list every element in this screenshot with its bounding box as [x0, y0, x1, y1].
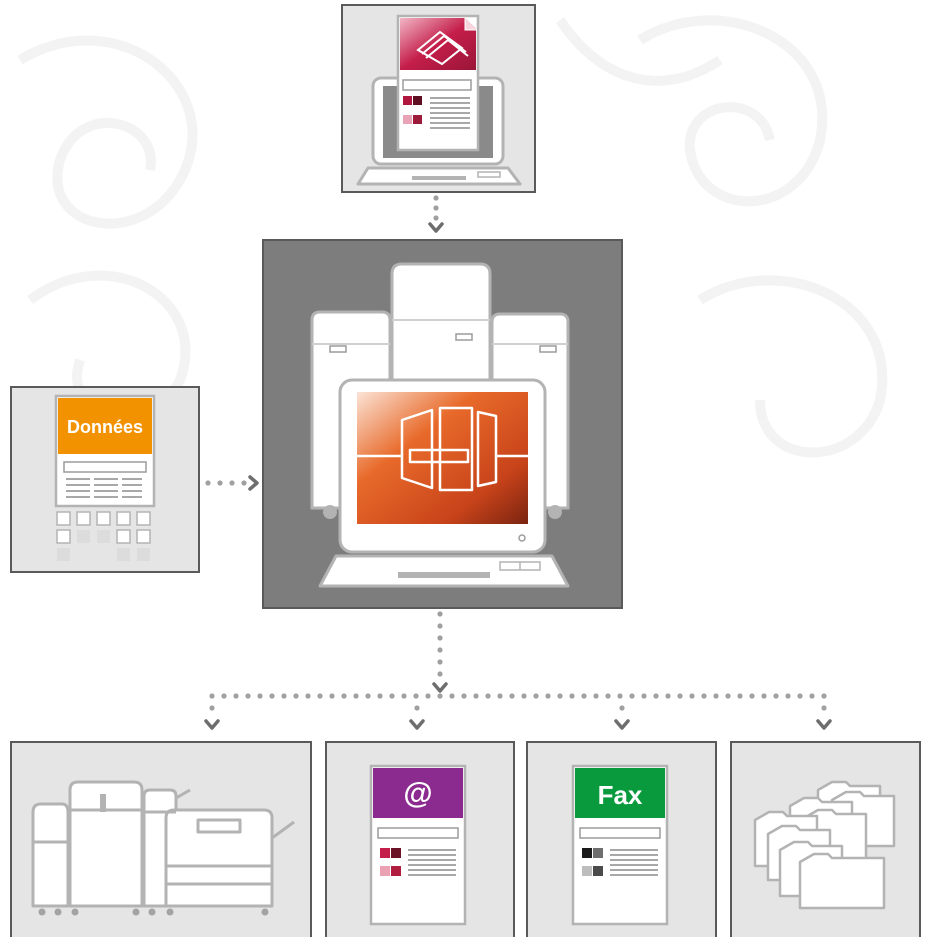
connector-dot	[809, 693, 815, 699]
connector-dot	[329, 693, 335, 699]
fax-document-icon: Fax	[571, 764, 669, 926]
connector-dot	[821, 693, 827, 699]
connector-dot	[749, 693, 755, 699]
connector-dot	[773, 693, 779, 699]
server-node	[262, 239, 623, 609]
fax-label: Fax	[598, 780, 643, 810]
connector-dot	[425, 693, 431, 699]
connector-dot	[677, 693, 683, 699]
printers-node	[10, 741, 312, 942]
connector-dot	[293, 693, 299, 699]
archive-node	[730, 741, 921, 942]
connector-server-to-outputs	[437, 611, 443, 677]
connector-dot	[353, 693, 359, 699]
connector-dot	[701, 693, 707, 699]
connector-dot	[389, 693, 395, 699]
connector-dot	[617, 693, 623, 699]
connector-dot	[653, 693, 659, 699]
connector-dot	[797, 693, 803, 699]
connector-dot	[725, 693, 731, 699]
connector-dot	[461, 693, 467, 699]
brand-logo-icon	[357, 406, 528, 492]
connector-dot	[341, 693, 347, 699]
connector-dot	[449, 693, 455, 699]
connector-dot	[641, 693, 647, 699]
arrow-down-icon	[816, 719, 832, 730]
connector-dot	[269, 693, 275, 699]
connector-dot	[377, 693, 383, 699]
connector-dot	[605, 693, 611, 699]
arrow-right-icon	[248, 475, 259, 491]
connector-dot	[401, 693, 407, 699]
arrow-down-icon	[409, 719, 425, 730]
data-document-icon: Données	[54, 394, 156, 561]
connector-dot	[221, 693, 227, 699]
arrow-down-icon	[428, 222, 444, 233]
connector-dot	[473, 693, 479, 699]
connector-dot	[785, 693, 791, 699]
arrow-down-icon	[614, 719, 630, 730]
connector-dot	[305, 693, 311, 699]
connector-dot	[497, 693, 503, 699]
connector-dot	[245, 693, 251, 699]
connector-dot	[233, 693, 239, 699]
email-label: @	[403, 777, 432, 810]
arrow-down-icon	[204, 719, 220, 730]
connector-dot	[761, 693, 767, 699]
laptop-document-icon	[356, 14, 522, 186]
connector-dot	[737, 693, 743, 699]
connector-dot	[689, 693, 695, 699]
server-workstation-icon	[310, 262, 570, 588]
connector-top-to-server	[428, 195, 444, 233]
connector-dot	[257, 693, 263, 699]
connector-dot	[437, 693, 443, 699]
connector-dot	[317, 693, 323, 699]
data-source-label: Données	[67, 417, 143, 437]
folders-icon	[753, 780, 896, 910]
background-ornament	[17, 15, 888, 458]
connector-dot	[665, 693, 671, 699]
connector-horizontal-bus	[209, 693, 827, 699]
connector-dot	[545, 693, 551, 699]
design-workstation-node	[341, 4, 536, 193]
production-printers-icon	[31, 780, 295, 908]
connector-dot	[569, 693, 575, 699]
arrow-down-icon	[432, 682, 448, 693]
data-source-node: Données	[10, 386, 200, 573]
connector-dot	[521, 693, 527, 699]
connector-dot	[629, 693, 635, 699]
email-node: @	[325, 741, 515, 942]
connector-dot	[593, 693, 599, 699]
connector-dot	[281, 693, 287, 699]
output-arrows	[204, 705, 832, 730]
connector-dot	[581, 693, 587, 699]
connector-dot	[209, 693, 215, 699]
connector-dot	[485, 693, 491, 699]
connector-data-to-server	[205, 475, 259, 491]
connector-dot	[713, 693, 719, 699]
fax-node: Fax	[526, 741, 717, 942]
connector-dot	[557, 693, 563, 699]
connector-dot	[509, 693, 515, 699]
email-document-icon: @	[369, 764, 467, 926]
connector-dot	[413, 693, 419, 699]
connector-dot	[533, 693, 539, 699]
connector-dot	[365, 693, 371, 699]
